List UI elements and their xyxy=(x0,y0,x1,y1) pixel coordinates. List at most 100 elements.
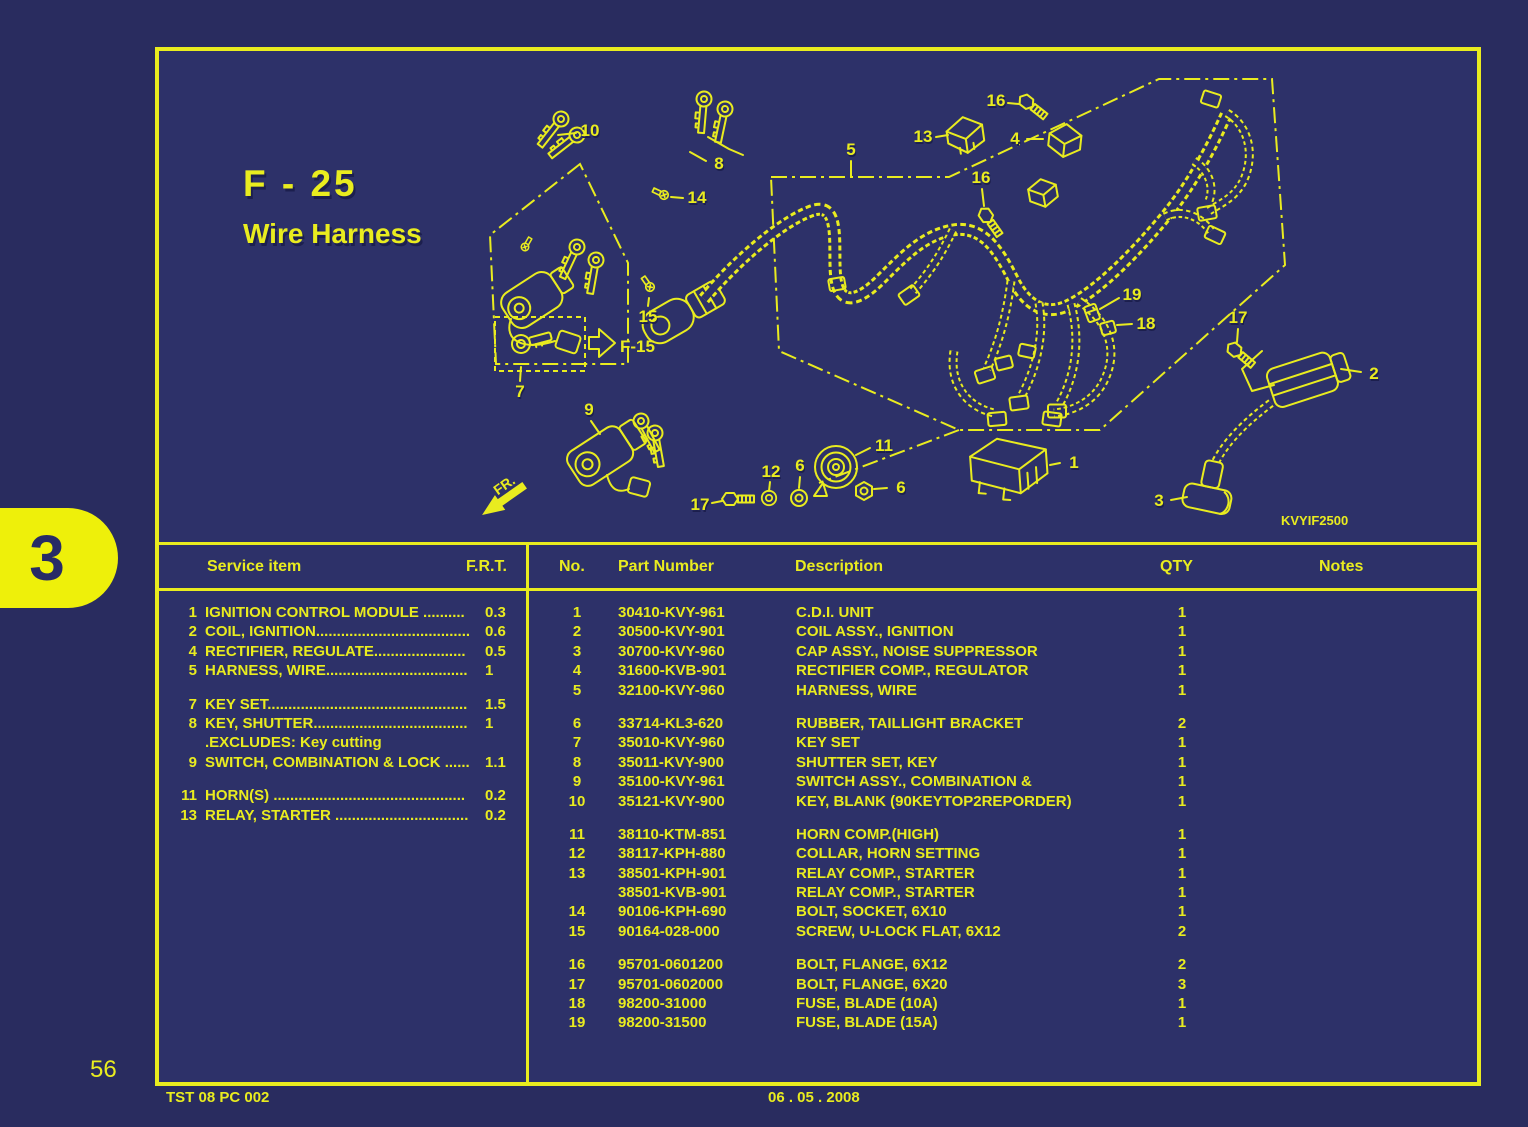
part-description: RELAY COMP., STARTER xyxy=(796,884,975,902)
part-qty: 1 xyxy=(1177,792,1187,810)
page-number: 56 xyxy=(90,1056,117,1083)
table-group-gap xyxy=(529,700,1477,714)
part-notes xyxy=(1222,883,1477,902)
part-qty: 2 xyxy=(1177,922,1187,940)
callout-18: 18 xyxy=(1136,314,1156,333)
section-tab-label: 3 xyxy=(29,522,65,594)
service-frt-value: 0.6 xyxy=(485,623,506,641)
callout-7: 7 xyxy=(515,382,525,401)
f15-ref-label: F-15 xyxy=(620,337,655,356)
part-qty: 1 xyxy=(1177,662,1187,680)
part-description: C.D.I. UNIT xyxy=(796,604,874,621)
service-ref-no: 7 xyxy=(188,695,197,713)
table-group-gap xyxy=(529,811,1477,825)
part-description: FUSE, BLADE (15A) xyxy=(796,1014,938,1032)
relay-art-4 xyxy=(1047,123,1083,158)
callout-2: 2 xyxy=(1369,364,1379,383)
part-qty: 1 xyxy=(1177,845,1187,863)
part-notes xyxy=(1222,792,1477,811)
part-description: HORN COMP.(HIGH) xyxy=(796,825,940,843)
part-notes xyxy=(1222,902,1477,921)
callout-3: 3 xyxy=(1154,491,1164,510)
service-row: 7 KEY SET................................… xyxy=(159,695,526,714)
part-number: 30500-KVY-901 xyxy=(618,623,725,641)
part-notes xyxy=(1222,681,1477,700)
callout-16: 16 xyxy=(971,168,991,187)
part-qty: 1 xyxy=(1177,825,1187,843)
part-ref-no: 7 xyxy=(572,734,582,752)
service-item-name: HARNESS, WIRE...........................… xyxy=(205,662,468,680)
key-blanks-art-8 xyxy=(692,89,744,156)
part-qty: 1 xyxy=(1177,604,1187,621)
no-header: No. xyxy=(559,558,585,575)
part-notes xyxy=(1222,661,1477,680)
part-notes xyxy=(1222,714,1477,733)
part-description: KEY, BLANK (90KEYTOP2REPORDER) xyxy=(796,792,1072,810)
wiring-diagram-art: F-15 xyxy=(482,78,1352,528)
part-ref-no: 14 xyxy=(568,903,586,921)
fr-direction-arrow: FR. xyxy=(482,472,527,516)
part-notes xyxy=(1222,844,1477,863)
bolt-art-16-top xyxy=(1015,91,1051,123)
part-ref-no: 18 xyxy=(568,995,586,1013)
part-ref-no: 13 xyxy=(568,864,586,882)
part-qty: 1 xyxy=(1177,903,1187,921)
harness-connector-main xyxy=(641,280,726,345)
parts-row: 11 38110-KTM-851 HORN COMP.(HIGH) 1 xyxy=(529,825,1477,844)
service-item-name: SWITCH, COMBINATION & LOCK ...... xyxy=(205,753,470,771)
section-tab: 3 xyxy=(0,508,118,608)
callout-17: 17 xyxy=(690,495,710,514)
part-description: SCREW, U-LOCK FLAT, 6X12 xyxy=(796,922,1001,940)
part-notes xyxy=(1222,603,1477,622)
service-item-name: RECTIFIER, REGULATE.....................… xyxy=(205,642,466,660)
content-frame: F-15 xyxy=(155,47,1481,1086)
part-ref-no: 17 xyxy=(568,975,586,993)
clip-art-18 xyxy=(1099,319,1117,337)
part-description: FUSE, BLADE (10A) xyxy=(796,995,938,1013)
callout-10: 10 xyxy=(580,121,600,140)
callout-8: 8 xyxy=(714,154,724,173)
part-qty: 1 xyxy=(1177,1014,1187,1032)
washer-art-6 xyxy=(790,489,808,507)
key-set-enclosure xyxy=(488,162,629,365)
service-item-name: KEY SET.................................… xyxy=(205,695,468,713)
part-number: 31600-KVB-901 xyxy=(618,662,727,680)
part-notes xyxy=(1222,825,1477,844)
part-number: 38110-KTM-851 xyxy=(618,825,727,843)
part-ref-no: 8 xyxy=(572,753,582,771)
f15-ref-arrow: F-15 xyxy=(588,328,655,358)
service-item-name: IGNITION CONTROL MODULE .......... xyxy=(205,604,465,621)
part-description: RECTIFIER COMP., REGULATOR xyxy=(796,662,1029,680)
part-description: COIL ASSY., IGNITION xyxy=(796,623,954,641)
part-description: SHUTTER SET, KEY xyxy=(796,753,938,771)
ignition-switch-art-9 xyxy=(566,409,670,498)
service-frt-value: 1 xyxy=(485,662,494,680)
callout-14: 14 xyxy=(687,188,707,207)
part-number: 38501-KPH-901 xyxy=(618,864,727,882)
part-qty: 1 xyxy=(1177,642,1187,660)
callout-4: 4 xyxy=(1010,129,1020,148)
service-frt-value: 0.5 xyxy=(485,642,506,660)
part-ref-no: 11 xyxy=(569,825,585,843)
part-ref-no: 12 xyxy=(568,845,586,863)
service-ref-no: 4 xyxy=(188,642,197,660)
service-item-name: HORN(S) ................................… xyxy=(205,787,466,805)
shutter-lock-art xyxy=(494,316,586,372)
part-description: RELAY COMP., STARTER xyxy=(796,864,975,882)
callout-11: 11 xyxy=(875,436,893,455)
